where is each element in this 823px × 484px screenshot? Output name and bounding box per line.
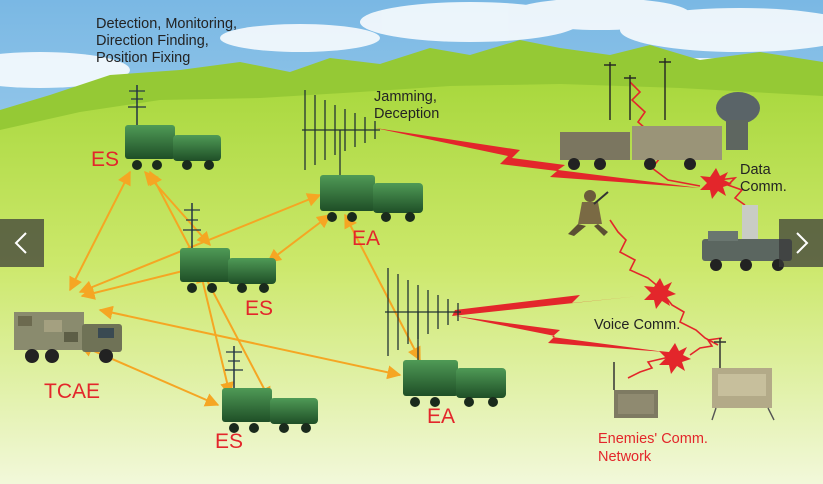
chevron-right-icon <box>796 232 809 254</box>
data-comm-line-1: Data <box>740 162 771 178</box>
ea-vehicle-top <box>302 90 423 222</box>
next-slide-button[interactable] <box>779 219 823 267</box>
prev-slide-button[interactable] <box>0 219 44 267</box>
es-vehicle-bottom <box>222 346 318 433</box>
enemy-radar-vehicle <box>702 205 792 271</box>
enemies-line-1: Enemies' Comm. <box>598 431 708 447</box>
es-label-top: ES <box>91 148 120 171</box>
caption-line-1: Detection, Monitoring, <box>96 16 238 32</box>
enemies-line-2: Network <box>598 449 652 465</box>
es-vehicle-middle <box>180 203 276 293</box>
es-capability-caption: Detection, Monitoring, Direction Finding… <box>96 16 237 67</box>
es-vehicle-top <box>125 85 221 170</box>
enemies-network-label: Enemies' Comm. Network <box>598 430 708 466</box>
voice-comm-label: Voice Comm. <box>594 317 681 333</box>
data-comm-line-2: Comm. <box>740 179 787 195</box>
tcae-label: TCAE <box>44 380 101 403</box>
burst-icons <box>644 168 732 374</box>
caption-line-3: Position Fixing <box>96 50 191 66</box>
jamming-caption: Jamming, Deception <box>374 89 439 123</box>
enemy-radio-box <box>613 362 658 418</box>
data-comm-label: Data Comm. <box>740 162 787 196</box>
jamming-line-1: Jamming, <box>374 89 437 105</box>
es-label-middle: ES <box>245 297 274 320</box>
jamming-line-2: Deception <box>374 106 440 122</box>
enemy-station-top <box>560 58 760 170</box>
enemy-soldier <box>568 190 609 236</box>
tcae-truck <box>14 312 122 363</box>
ea-vehicle-bottom <box>385 268 506 407</box>
enemy-shelter <box>711 338 775 421</box>
ea-label-bottom: EA <box>427 405 456 428</box>
jamming-beams <box>375 128 700 352</box>
es-label-bottom: ES <box>215 430 244 453</box>
ea-label-top: EA <box>352 227 381 250</box>
caption-line-2: Direction Finding, <box>96 33 209 49</box>
chevron-left-icon <box>14 232 27 254</box>
